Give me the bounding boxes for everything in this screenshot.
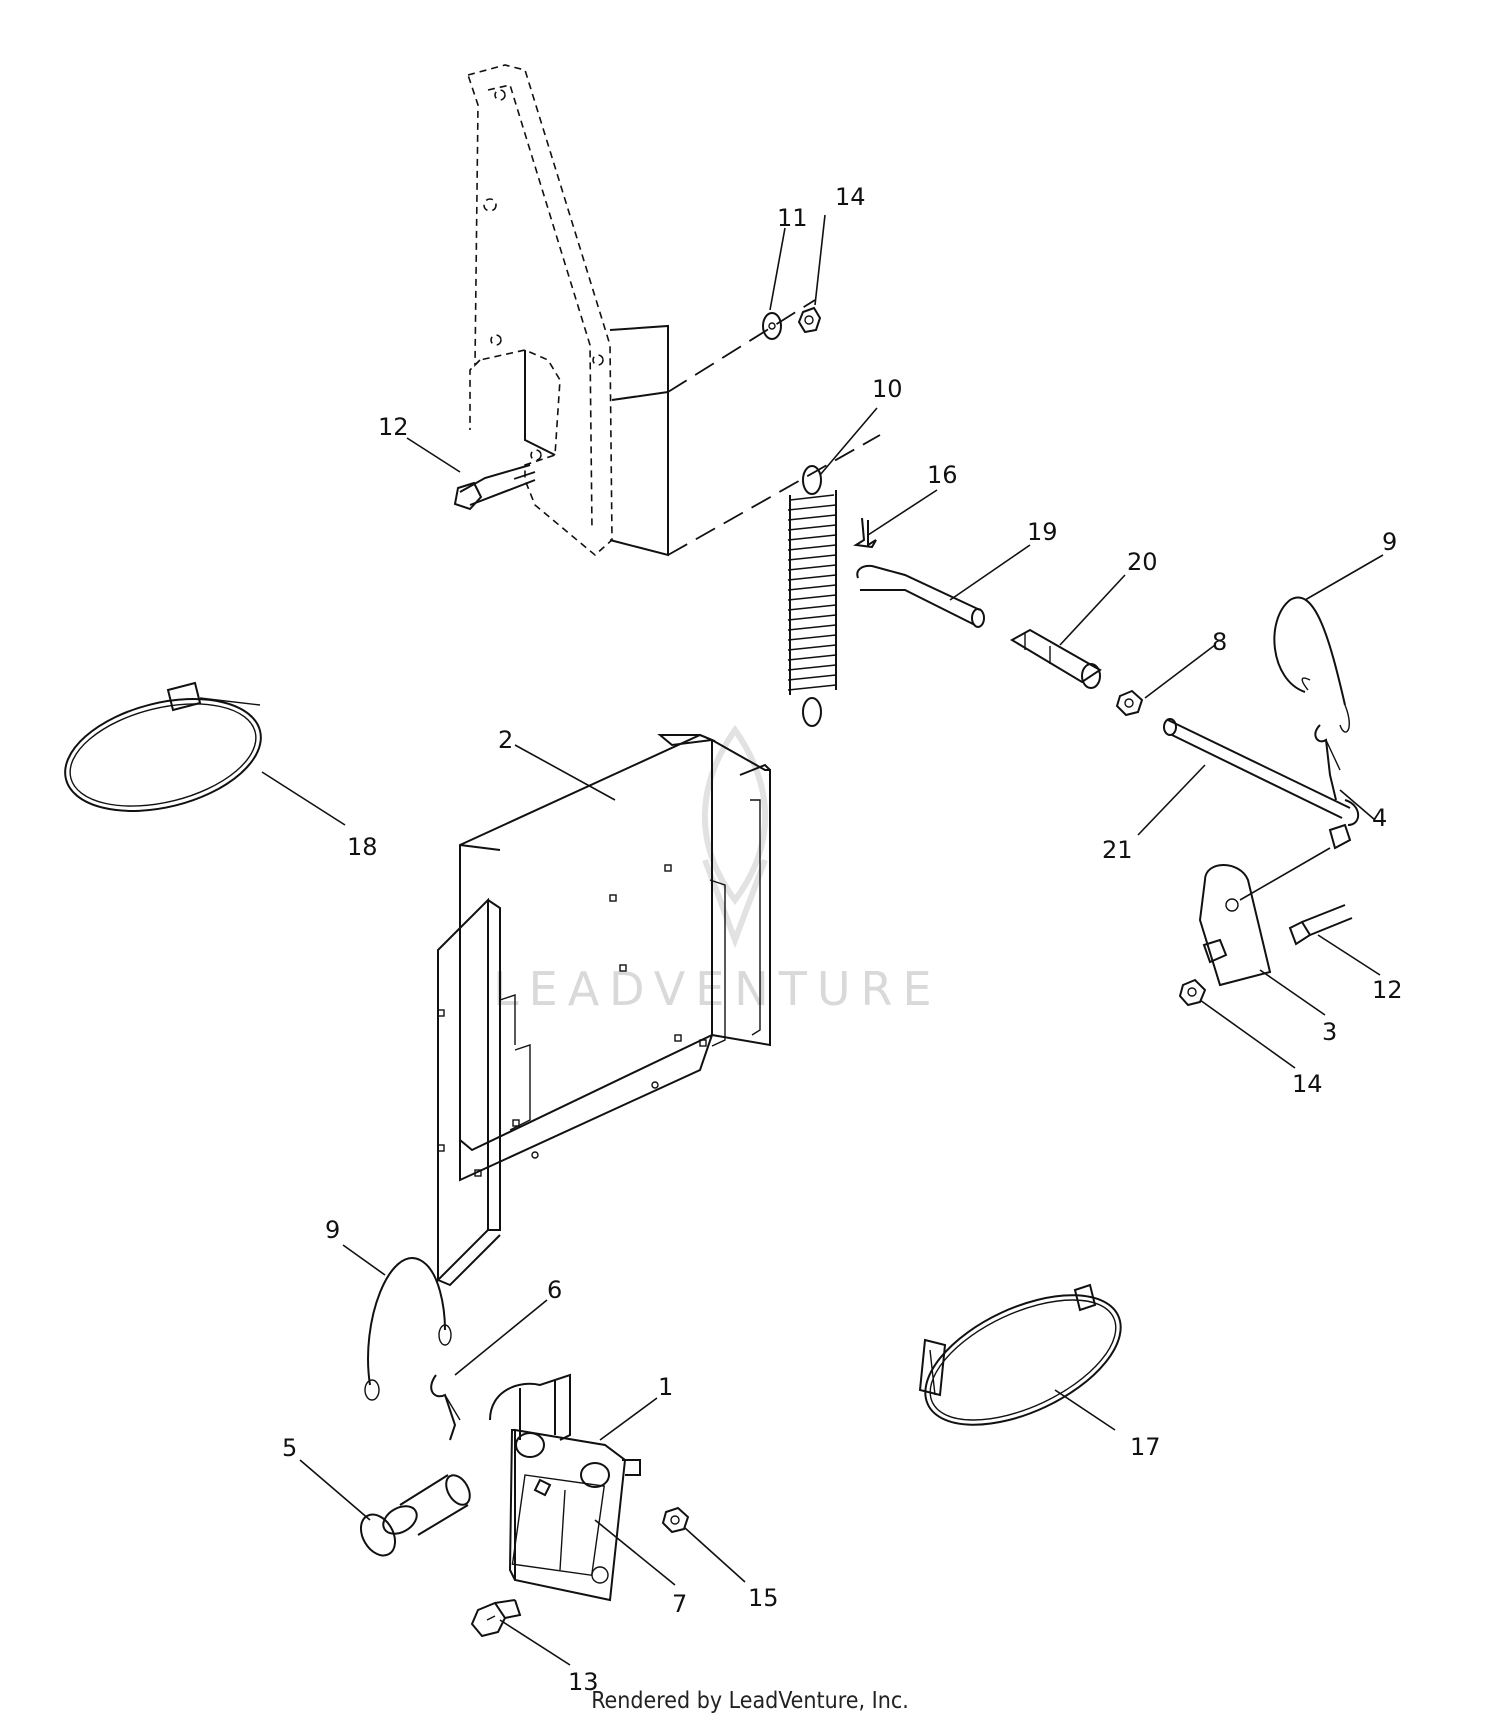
callout-14: 14 [835,183,866,211]
watermark-logo-icon [701,724,769,949]
bolt-part [1288,904,1353,946]
hose-clamp-part [918,1283,1122,1426]
nut-part [1115,689,1144,717]
latch-plate-part [489,1373,641,1602]
callout-3: 3 [1322,1018,1337,1046]
callout-9: 9 [325,1216,340,1244]
assembly-line [667,299,816,393]
hairpin-part [1314,724,1341,801]
sleeve-part [1010,628,1102,689]
callout-12: 12 [1372,976,1403,1004]
rod-part [1163,718,1360,850]
callout-12: 12 [378,413,409,441]
nut-part [661,1506,690,1534]
cable-part [364,1257,452,1401]
hairpin-part [430,1374,461,1441]
callout-6: 6 [547,1276,562,1304]
watermark-text: LEADVENTURE [493,962,942,1016]
callout-18: 18 [347,833,378,861]
callout-20: 20 [1127,548,1158,576]
clip-part [853,517,877,549]
spring-part [787,465,837,727]
assembly-line [667,434,881,556]
callout-4: 4 [1372,804,1387,832]
bolt-part [453,464,536,511]
callout-8: 8 [1212,628,1227,656]
callout-labels: 11 14 10 12 16 19 20 8 9 4 21 12 3 14 18… [282,183,1403,1696]
mounting-plate-part [437,733,771,1287]
callout-21: 21 [1102,836,1133,864]
bolt-part [470,1599,522,1638]
washer-part [762,312,782,340]
callout-13: 13 [568,1668,599,1696]
lynch-pin-part [359,1474,471,1557]
cable-part [1273,596,1350,733]
callout-7: 7 [672,1590,687,1618]
callout-15: 15 [748,1584,779,1612]
callout-9: 9 [1382,528,1397,556]
callout-19: 19 [1027,518,1058,546]
callout-1: 1 [658,1373,673,1401]
pivot-bracket-part [1198,847,1331,987]
watermark: LEADVENTURE [493,724,942,1016]
nut-part [797,306,822,334]
callout-11: 11 [777,204,808,232]
callout-16: 16 [927,461,958,489]
hose-clamp-part [64,681,262,812]
nut-part [1178,978,1207,1007]
leader-lines [261,214,1384,1666]
callout-10: 10 [872,375,903,403]
callout-2: 2 [498,726,513,754]
callout-5: 5 [282,1434,297,1462]
footer-credit: Rendered by LeadVenture, Inc. [591,1688,909,1714]
l-pin-part [856,564,985,628]
hitch-plate-part [466,64,669,557]
callout-14: 14 [1292,1070,1323,1098]
callout-17: 17 [1130,1433,1161,1461]
